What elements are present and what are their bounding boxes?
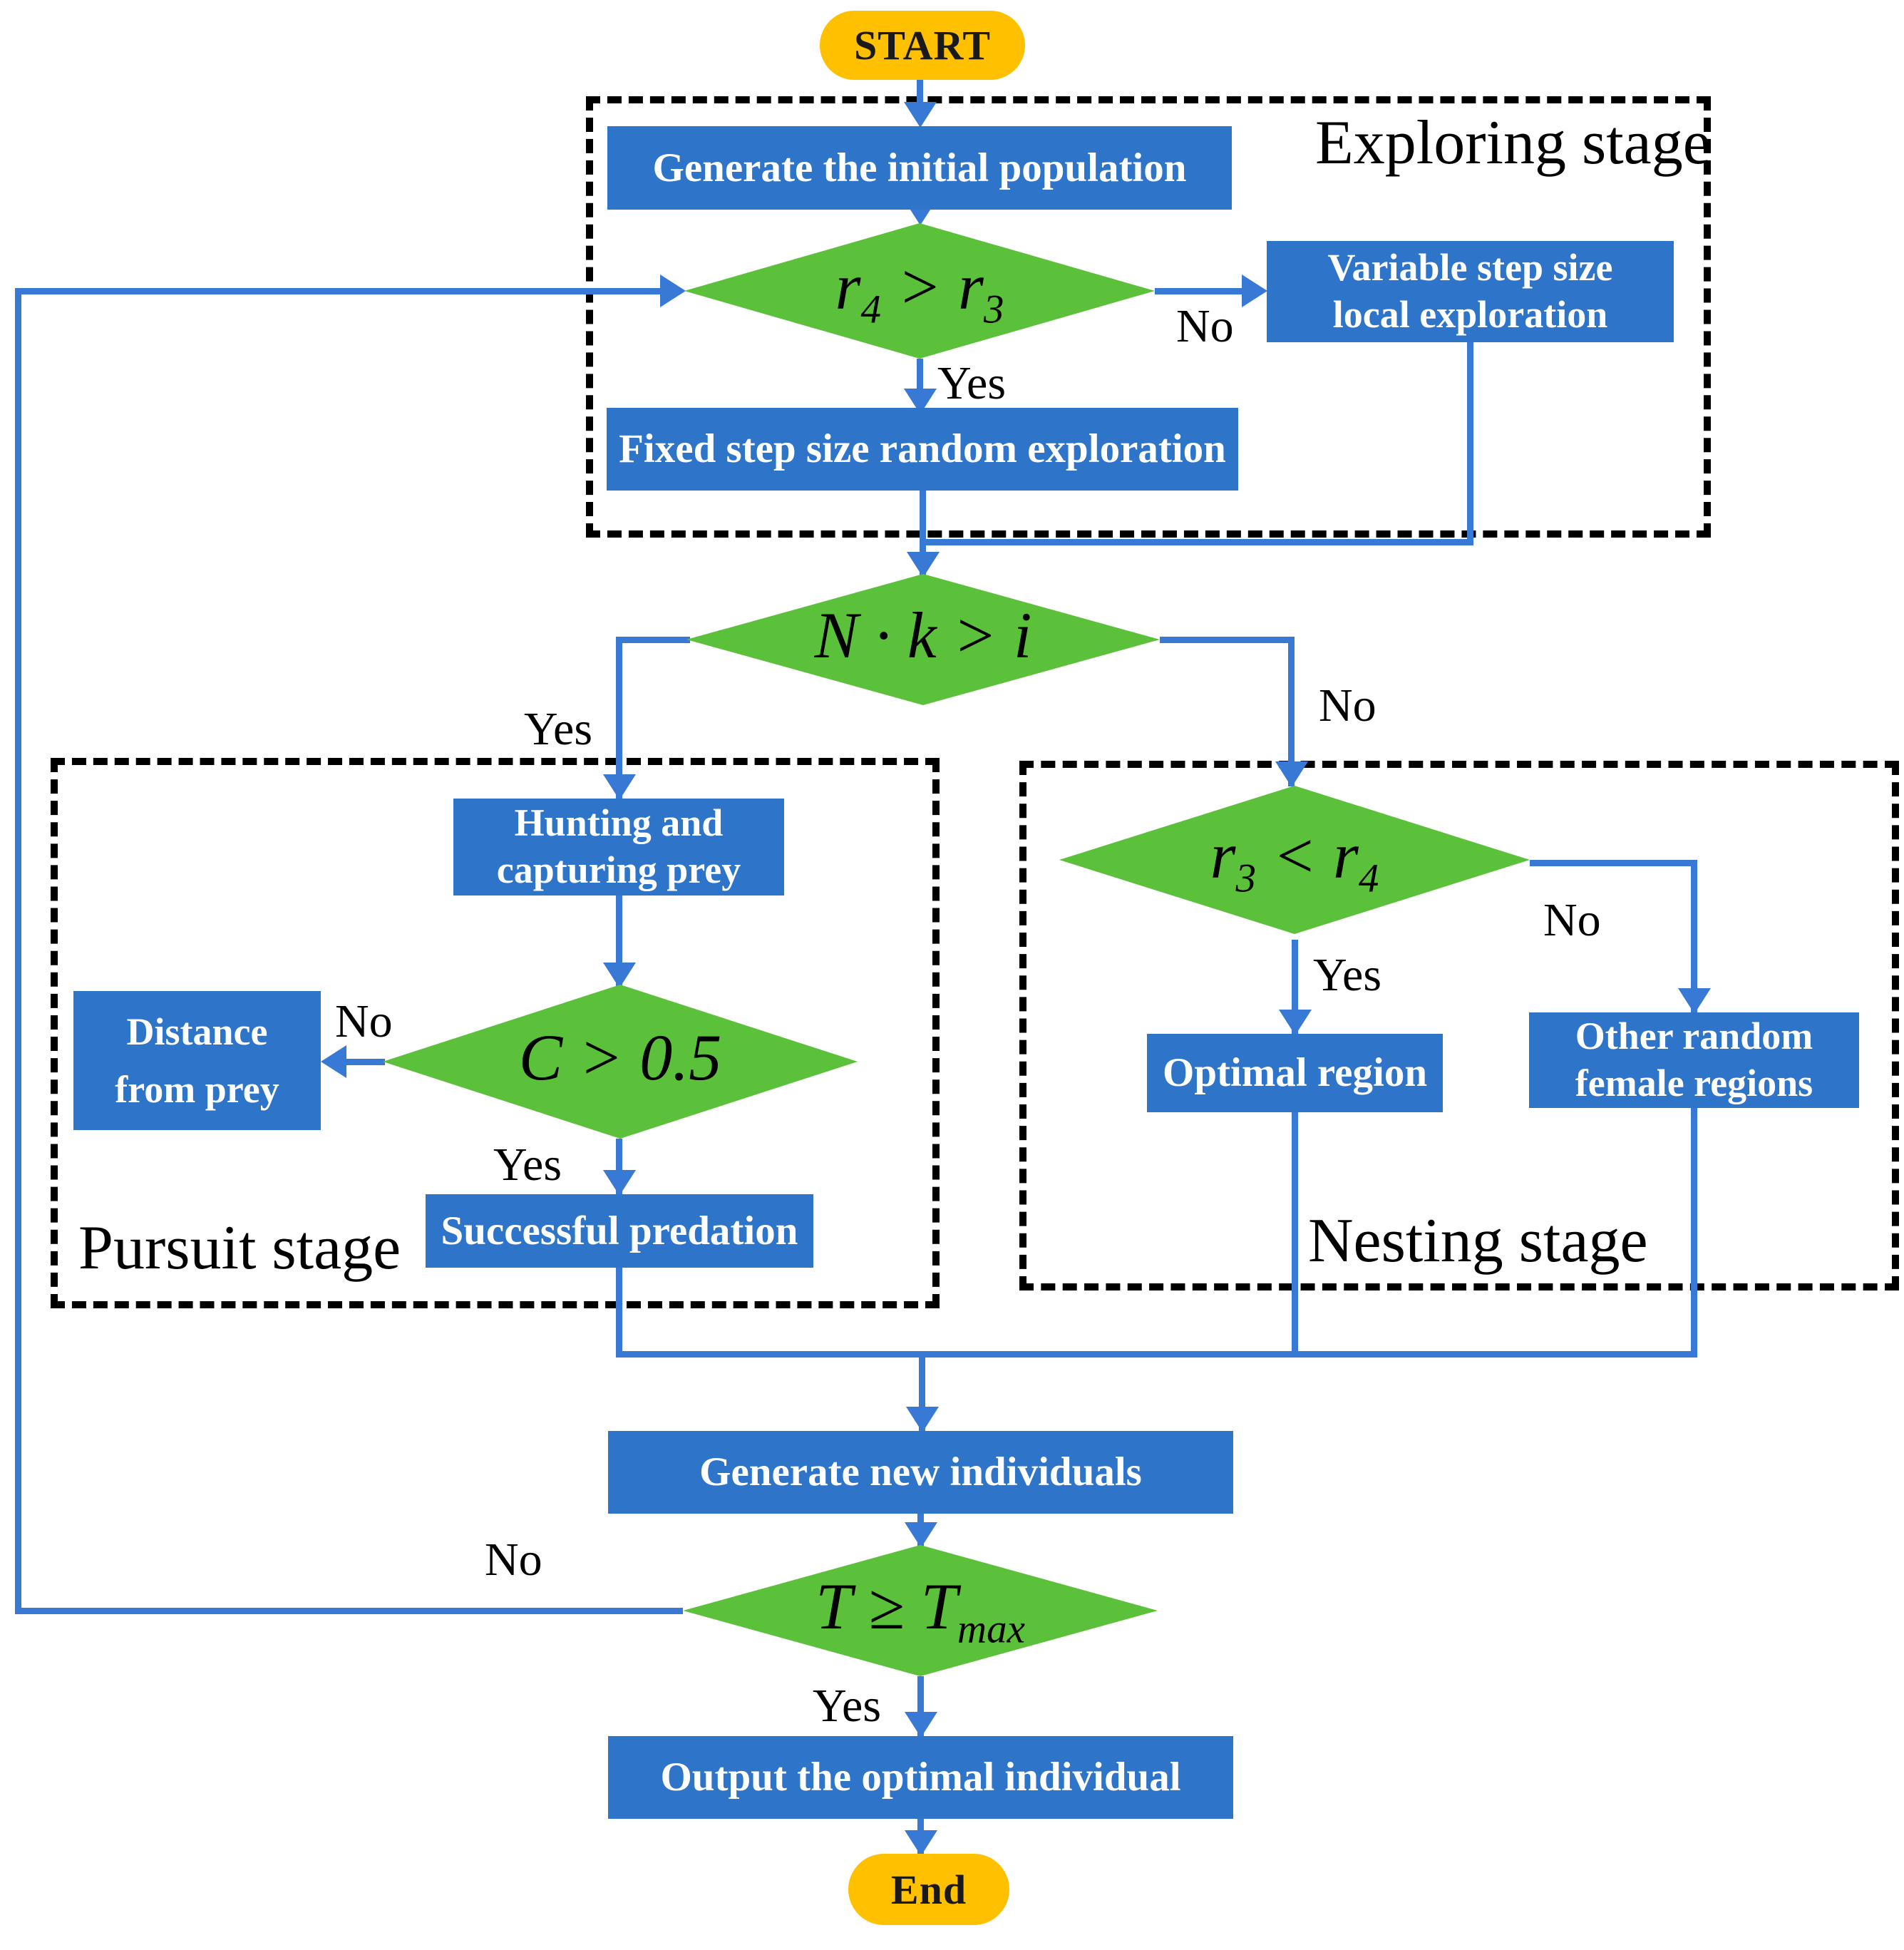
process-label: Generate new individuals <box>699 1449 1142 1495</box>
branch-d4-yes: Yes <box>1313 949 1382 1001</box>
arrow-start-genpop <box>904 102 937 128</box>
decision-nk-gt-i: N · k > i <box>686 574 1160 705</box>
process-fixed-step-size: Fixed step size random exploration <box>607 408 1238 491</box>
edge-d1-var <box>1155 288 1247 294</box>
start-node: START <box>820 11 1025 80</box>
process-generate-new-individuals: Generate new individuals <box>608 1431 1233 1514</box>
arrow-fixed-d2 <box>907 552 940 578</box>
arrow-gennew-d5 <box>905 1522 937 1548</box>
process-label: Distance <box>126 1010 268 1053</box>
edge-hunting-d3 <box>616 896 622 988</box>
edge-var-down <box>1467 342 1473 545</box>
edge-loop-left <box>15 288 21 1614</box>
process-variable-step-size: Variable step size local exploration <box>1267 241 1674 342</box>
arrow-d3-successful <box>603 1170 636 1196</box>
process-label: Successful predation <box>441 1208 798 1253</box>
process-other-random-female-regions: Other random female regions <box>1529 1012 1859 1108</box>
process-label: Optimal region <box>1162 1050 1428 1096</box>
edge-d2-no-v <box>1288 637 1295 786</box>
edge-other-bus <box>1691 1108 1697 1358</box>
process-optimal-region: Optimal region <box>1147 1034 1443 1112</box>
decision-r3-lt-r4: r3 < r4 <box>1059 786 1530 934</box>
exploring-stage-box <box>586 96 1711 538</box>
edge-d2-yes-h <box>619 637 690 643</box>
arrow-d2-d4 <box>1275 761 1308 787</box>
arrow-d3-distance <box>321 1045 346 1078</box>
decision-label: T ≥ Tmax <box>815 1570 1025 1652</box>
edge-d2-yes-v <box>616 637 622 799</box>
branch-d1-yes: Yes <box>937 357 1007 409</box>
edge-d5-no-h <box>15 1608 683 1614</box>
end-node: End <box>848 1854 1009 1925</box>
arrow-d4-other <box>1678 988 1711 1014</box>
edge-d3-distance <box>328 1059 385 1065</box>
decision-label: N · k > i <box>814 599 1032 672</box>
branch-d1-no: No <box>1176 300 1234 352</box>
decision-label: r3 < r4 <box>1210 819 1379 901</box>
pursuit-stage-box <box>51 758 940 1308</box>
nesting-stage-box <box>1019 761 1899 1290</box>
edge-d5-output <box>917 1676 924 1736</box>
process-label: Hunting and <box>514 801 724 845</box>
decision-t-ge-tmax: T ≥ Tmax <box>683 1545 1158 1676</box>
end-label: End <box>890 1866 967 1913</box>
pursuit-stage-label: Pursuit stage <box>78 1213 401 1283</box>
process-label: Output the optimal individual <box>660 1755 1181 1800</box>
branch-d2-no: No <box>1319 679 1376 732</box>
edge-var-left <box>920 539 1473 545</box>
arrow-output-end <box>905 1830 937 1856</box>
arrow-d5-output <box>905 1712 937 1738</box>
process-label: local exploration <box>1332 293 1608 336</box>
decision-r4-gt-r3: r4 > r3 <box>684 223 1155 359</box>
process-label: from prey <box>115 1067 279 1111</box>
arrow-loop-d1 <box>660 274 686 307</box>
process-successful-predation: Successful predation <box>426 1194 813 1268</box>
process-output-optimal-individual: Output the optimal individual <box>608 1736 1233 1819</box>
arrow-d1-var <box>1242 274 1267 307</box>
edge-d4-no-v <box>1691 860 1697 1012</box>
edge-merge-bus <box>616 1351 1697 1358</box>
branch-d3-no: No <box>335 995 393 1047</box>
decision-label: C > 0.5 <box>518 1021 722 1094</box>
edge-d4-no-h <box>1530 860 1694 866</box>
edge-successful-bus <box>616 1268 622 1358</box>
edge-d2-no-h <box>1160 637 1295 643</box>
process-hunting-capturing: Hunting and capturing prey <box>453 799 784 896</box>
edge-loop-top <box>15 288 660 294</box>
arrow-bus-gennew <box>906 1407 939 1432</box>
edge-fixed-d2 <box>920 491 926 576</box>
process-label: female regions <box>1575 1062 1813 1104</box>
branch-d5-yes: Yes <box>813 1680 882 1732</box>
process-generate-initial-population: Generate the initial population <box>607 126 1232 210</box>
branch-d2-yes: Yes <box>524 703 593 755</box>
process-distance-from-prey: Distance from prey <box>73 991 321 1130</box>
edge-d1-fixed <box>917 359 923 412</box>
process-label: Variable step size <box>1327 246 1613 289</box>
branch-d4-no: No <box>1543 894 1601 946</box>
edge-optimal-bus <box>1292 1112 1298 1358</box>
decision-c-gt-05: C > 0.5 <box>383 985 858 1139</box>
nesting-stage-label: Nesting stage <box>1308 1206 1648 1276</box>
arrow-d2-hunting <box>603 774 636 800</box>
process-label: capturing prey <box>496 848 741 891</box>
start-label: START <box>853 22 992 68</box>
branch-d3-yes: Yes <box>493 1139 562 1191</box>
process-label: Fixed step size random exploration <box>619 426 1226 472</box>
edge-bus-gennew <box>919 1351 925 1431</box>
edge-d4-optimal <box>1292 940 1298 1034</box>
arrow-d4-optimal <box>1279 1010 1312 1035</box>
edge-start-genpop <box>917 80 923 119</box>
arrow-hunting-d3 <box>603 963 636 988</box>
branch-d5-no: No <box>485 1534 542 1586</box>
exploring-stage-label: Exploring stage <box>1315 108 1711 178</box>
process-label: Generate the initial population <box>652 145 1187 190</box>
edge-d3-successful <box>616 1139 622 1196</box>
process-label: Other random <box>1575 1015 1813 1058</box>
decision-label: r4 > r3 <box>835 250 1004 332</box>
